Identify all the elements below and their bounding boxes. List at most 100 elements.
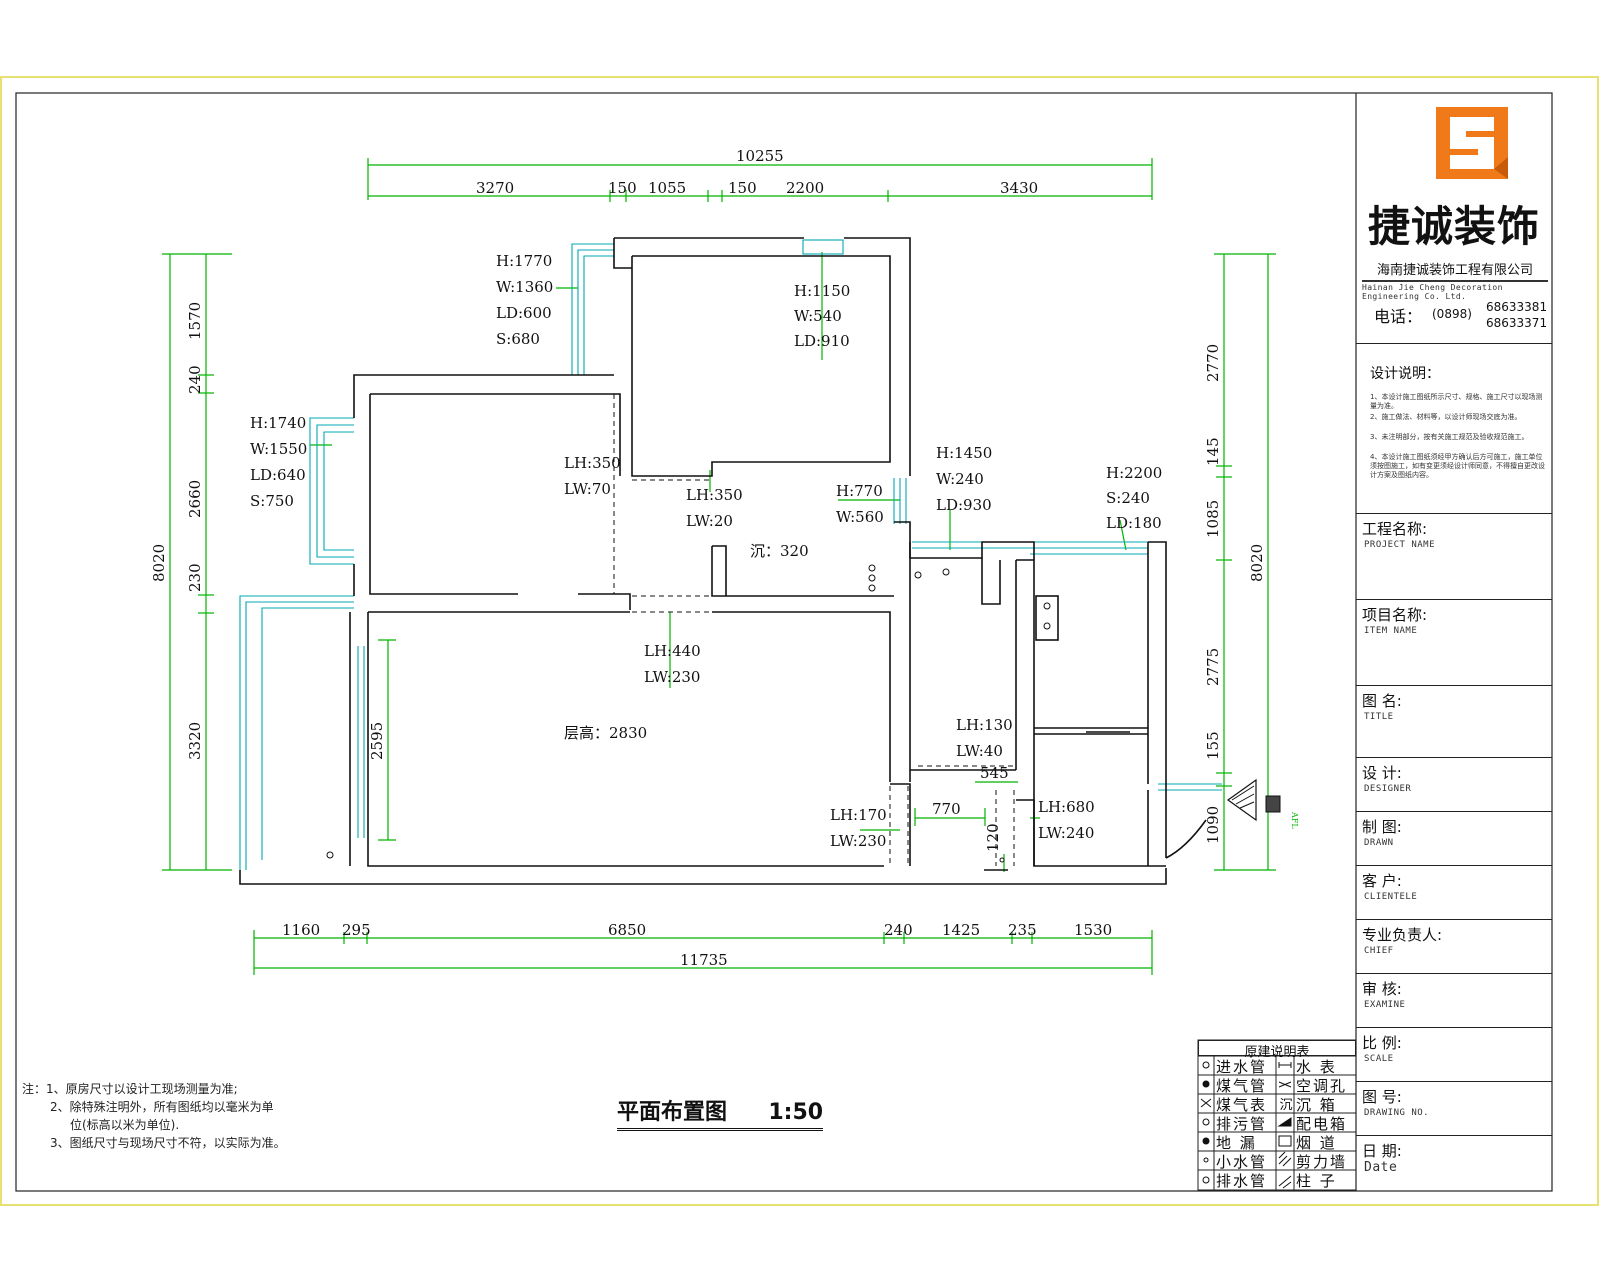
- design-notes-title: 设计说明：: [1370, 366, 1440, 382]
- legend-item-left: 小水管: [1216, 1153, 1268, 1171]
- b1-lw: LW:70: [564, 480, 611, 498]
- company-logo: [1436, 107, 1508, 179]
- dim-right-6: 1090: [1204, 806, 1222, 844]
- note-line-3: 位(标高以米为单位).: [70, 1118, 180, 1132]
- dim-bottom-2: 295: [342, 921, 371, 939]
- plumbing-symbols: [326, 564, 1051, 863]
- w6-s: S:240: [1106, 489, 1150, 507]
- field-drawn: 制 图: DRAWN: [1356, 811, 1552, 866]
- dashed-openings: [613, 394, 1016, 866]
- dim-left-3: 2660: [186, 480, 204, 518]
- b3-lw: LW:230: [644, 668, 700, 686]
- field-label-en: CLIENTELE: [1364, 892, 1418, 902]
- w6-ld: LD:180: [1106, 514, 1162, 532]
- plan-title-text: 平面布置图: [617, 1100, 728, 1125]
- field-scale: 比 例: SCALE: [1356, 1027, 1552, 1082]
- plan-title: 平面布置图 1:50: [617, 1094, 824, 1131]
- b1-lh: LH:350: [564, 454, 621, 472]
- sink-box-mark: 沉: [1279, 1098, 1293, 1113]
- w2-ld: LD:910: [794, 332, 850, 350]
- dim-770: 770: [932, 800, 961, 818]
- dim-right-total: 8020: [1248, 544, 1266, 582]
- legend-item-left: 煤气管: [1216, 1077, 1268, 1095]
- w5-h: H:1450: [936, 444, 992, 462]
- field-label: 制 图:: [1362, 818, 1402, 836]
- field-project-name: 工程名称: PROJECT NAME: [1356, 513, 1552, 600]
- dim-left-2: 240: [186, 365, 204, 394]
- b6-lh: LH:680: [1038, 798, 1095, 816]
- dim-right-1: 2770: [1204, 344, 1222, 382]
- w4-w: W:560: [836, 508, 884, 526]
- dim-bottom-3: 6850: [608, 921, 646, 939]
- dim-bottom-7: 1530: [1074, 921, 1112, 939]
- b4-lw: LW:40: [956, 742, 1003, 760]
- legend-item-left: 排污管: [1216, 1115, 1268, 1133]
- legend-item-right: 烟 道: [1296, 1134, 1337, 1152]
- w5-w: W:240: [936, 470, 984, 488]
- legend-grid: [1197, 1039, 1357, 1191]
- legend-item-right: 空调孔: [1296, 1077, 1348, 1095]
- design-note-3: 3、未注明部分，按有关施工规范及验收规范施工。: [1370, 433, 1529, 441]
- dim-545: 545: [980, 764, 1009, 782]
- dimension-lines: [162, 158, 1276, 975]
- design-note-4: 4、本设计施工图纸须经甲方确认后方可施工，施工单位须按图施工，如有变更须经设计师…: [1370, 453, 1545, 479]
- dim-left-total: 8020: [150, 544, 168, 582]
- field-designer: 设 计: DESIGNER: [1356, 757, 1552, 812]
- w1-ld: LD:600: [496, 304, 552, 322]
- field-drawing-no: 图 号: DRAWING NO.: [1356, 1081, 1552, 1136]
- b4-lh: LH:130: [956, 716, 1013, 734]
- field-label: 客 户:: [1362, 872, 1402, 890]
- dim-right-3: 1085: [1204, 500, 1222, 538]
- field-label-en: CHIEF: [1364, 946, 1394, 956]
- legend-item-left: 地 漏: [1216, 1134, 1257, 1152]
- legend-item-right: 沉 箱: [1296, 1096, 1337, 1114]
- dim-top-4: 150: [728, 179, 757, 197]
- dim-top-3: 1055: [648, 179, 686, 197]
- note-line-2: 2、除特殊注明外，所有图纸均以毫米为单: [50, 1100, 274, 1114]
- field-label: 项目名称:: [1362, 606, 1428, 624]
- legend-item-left: 进水管: [1216, 1058, 1268, 1076]
- legend-item-left: 排水管: [1216, 1172, 1268, 1190]
- title-block-line: [1356, 343, 1552, 344]
- dim-bottom-total: 11735: [680, 951, 728, 969]
- w1-s: S:680: [496, 330, 540, 348]
- plan-scale-text: 1:50: [768, 1100, 824, 1125]
- dim-top-1: 3270: [476, 179, 514, 197]
- dim-120: 120: [984, 823, 1002, 852]
- legend-item-right: 水 表: [1296, 1058, 1337, 1076]
- dim-bottom-4: 240: [884, 921, 913, 939]
- w2-w: W:540: [794, 307, 842, 325]
- b2-lh: LH:350: [686, 486, 743, 504]
- phone-area-code: (0898): [1432, 307, 1472, 321]
- dim-window-2595: 2595: [368, 722, 386, 760]
- title-block: 捷诚装饰 海南捷诚装饰工程有限公司 Hainan Jie Cheng Decor…: [1356, 93, 1552, 1191]
- legend-item-left: 煤气表: [1216, 1096, 1268, 1114]
- dim-top-5: 2200: [786, 179, 824, 197]
- company-full-name: 海南捷诚装饰工程有限公司: [1362, 259, 1548, 282]
- dim-right-4: 2775: [1204, 648, 1222, 686]
- field-label-en: DESIGNER: [1364, 784, 1412, 794]
- design-note-1: 1、本设计施工图纸所示尺寸、规格、施工尺寸以现场测量为准。: [1370, 393, 1543, 410]
- field-label: 专业负责人:: [1362, 926, 1443, 944]
- dim-left-1: 1570: [186, 302, 204, 340]
- drawing-notes: 注：1、原房尺寸以设计工现场测量为准; 2、除特殊注明外，所有图纸均以毫米为单 …: [22, 1080, 286, 1152]
- phone-label: 电话：: [1374, 307, 1423, 326]
- field-label-en: Date: [1364, 1160, 1398, 1175]
- sink-label: 沉：320: [750, 542, 809, 560]
- b6-lw: LW:240: [1038, 824, 1094, 842]
- legend-item-right: 剪力墙: [1296, 1153, 1348, 1171]
- floor-height: 层高：2830: [564, 724, 647, 742]
- drawing-frame: [15, 92, 1553, 1192]
- dim-top-6: 3430: [1000, 179, 1038, 197]
- b5-lh: LH:170: [830, 806, 887, 824]
- legend-title: 原建说明表: [1198, 1040, 1356, 1060]
- dim-top-total: 10255: [736, 147, 784, 165]
- field-label: 图 号:: [1362, 1088, 1402, 1106]
- field-label: 审 核:: [1362, 980, 1402, 998]
- field-item-name: 项目名称: ITEM NAME: [1356, 599, 1552, 686]
- w3-ld: LD:640: [250, 466, 306, 484]
- field-label-en: SCALE: [1364, 1054, 1394, 1064]
- field-label-en: TITLE: [1364, 712, 1394, 722]
- phone-number-2: 68633371: [1486, 316, 1548, 330]
